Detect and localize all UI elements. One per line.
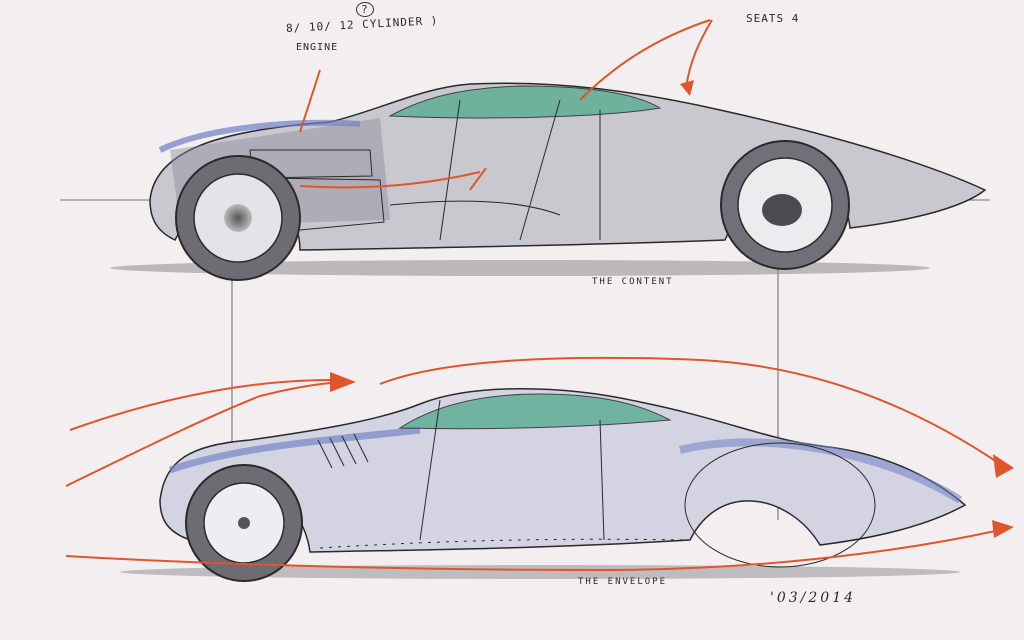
bottom-front-wheel — [185, 464, 303, 582]
engine-annotation: ENGINE — [296, 42, 339, 53]
top-car-sketch — [110, 82, 987, 281]
top-rear-wheel — [720, 140, 850, 270]
seats-annotation: SEATS 4 — [746, 12, 800, 25]
artist-signature: '03/2014 — [770, 590, 857, 606]
question-mark-annotation: ? — [356, 2, 374, 17]
envelope-caption: THE ENVELOPE — [578, 577, 668, 587]
content-caption: THE CONTENT — [592, 277, 674, 287]
orange-arrowheads — [330, 80, 1014, 538]
bottom-car-sketch — [120, 388, 967, 582]
orange-annotation-arrows — [65, 19, 1001, 572]
top-front-wheel — [175, 155, 301, 281]
